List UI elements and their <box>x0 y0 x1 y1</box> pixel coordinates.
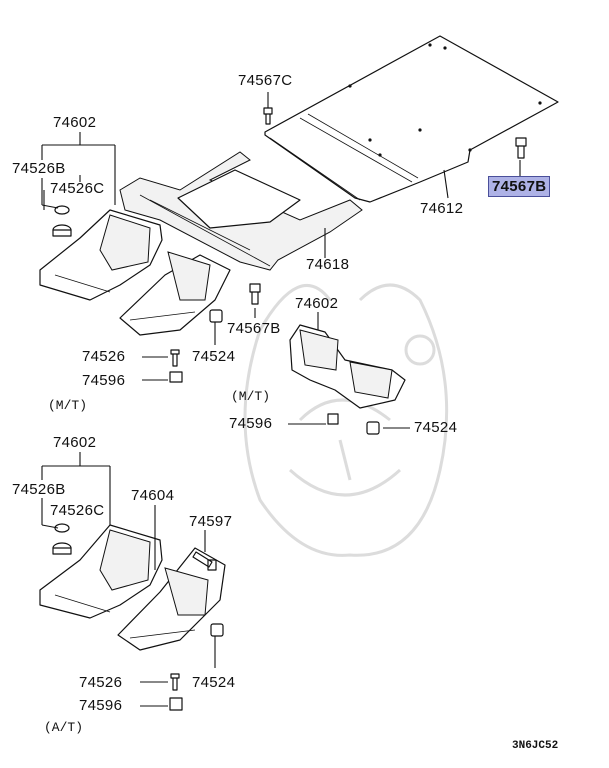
diagram-code: 3N6JC52 <box>512 740 559 752</box>
label-74524-upper[interactable]: 74524 <box>192 348 236 365</box>
label-74602-mid[interactable]: 74602 <box>295 295 339 312</box>
label-74526c-lower[interactable]: 74526C <box>50 502 105 519</box>
under-cover-74602-at <box>39 524 226 651</box>
watermark-emblem <box>243 283 449 557</box>
fastener-clips <box>52 107 527 711</box>
leader-lines <box>41 92 521 707</box>
label-74567b-mid[interactable]: 74567B <box>227 320 281 337</box>
label-74604[interactable]: 74604 <box>131 487 175 504</box>
tunnel-cover-74618 <box>119 151 363 271</box>
label-74526b-upper[interactable]: 74526B <box>12 160 66 177</box>
variant-mt-mid: (M/T) <box>231 389 271 404</box>
label-74596-lower[interactable]: 74596 <box>79 697 123 714</box>
label-74612[interactable]: 74612 <box>420 200 464 217</box>
floor-panel-74612 <box>264 35 559 203</box>
label-74526b-lower[interactable]: 74526B <box>12 481 66 498</box>
label-74597[interactable]: 74597 <box>189 513 233 530</box>
label-74567b-highlighted[interactable]: 74567B <box>488 176 551 197</box>
label-74602-upper[interactable]: 74602 <box>53 114 97 131</box>
under-cover-74602-mt-mid <box>289 324 406 409</box>
label-74618[interactable]: 74618 <box>306 256 350 273</box>
variant-at: (A/T) <box>44 720 84 735</box>
label-74567c[interactable]: 74567C <box>238 72 293 89</box>
label-74596-mid[interactable]: 74596 <box>229 415 273 432</box>
label-74602-lower[interactable]: 74602 <box>53 434 97 451</box>
label-74526-upper[interactable]: 74526 <box>82 348 126 365</box>
label-74524-lower[interactable]: 74524 <box>192 674 236 691</box>
under-cover-74602-mt-left <box>39 209 231 336</box>
label-74596-upper[interactable]: 74596 <box>82 372 126 389</box>
variant-mt-left: (M/T) <box>48 398 88 413</box>
label-74526-lower[interactable]: 74526 <box>79 674 123 691</box>
label-74524-mid[interactable]: 74524 <box>414 419 458 436</box>
label-74526c-upper[interactable]: 74526C <box>50 180 105 197</box>
